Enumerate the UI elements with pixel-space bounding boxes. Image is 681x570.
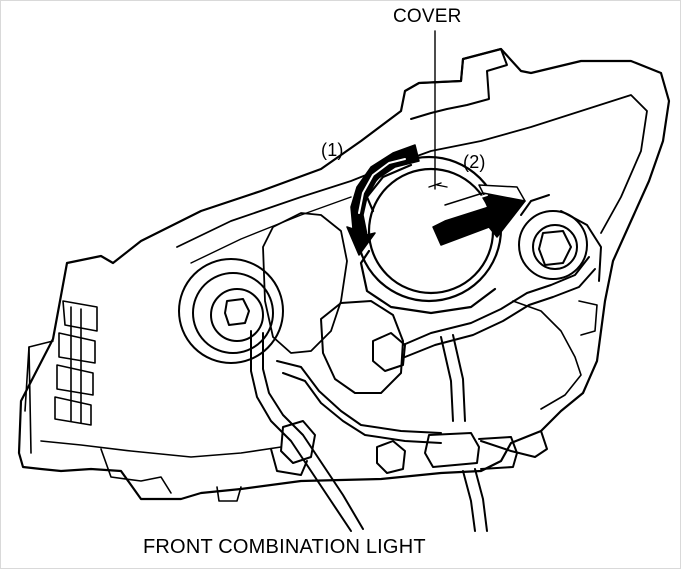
- housing-lower-edge: [40, 440, 282, 458]
- right-housing-detail: [512, 300, 582, 410]
- housing-bracket: [216, 486, 242, 502]
- left-bulb-socket: [178, 258, 284, 364]
- cooling-fins: [24, 300, 98, 454]
- pull-arrow-top-face: [444, 184, 526, 206]
- right-bulb-socket: [518, 194, 588, 280]
- housing-outline: [17, 47, 671, 501]
- cover-leader-tick: [428, 182, 448, 188]
- connector-block: [320, 300, 406, 394]
- cover-label: COVER: [393, 6, 462, 27]
- reflector-rim-inner: [190, 196, 352, 264]
- rotate-arrow-highlight: [358, 158, 406, 214]
- wiring-harness: [250, 210, 602, 532]
- cover-cap: [355, 155, 503, 315]
- housing-lower-lip: [100, 448, 172, 494]
- right-housing-step: [578, 300, 598, 336]
- lower-connectors: [270, 420, 518, 476]
- reflector-rim: [176, 94, 648, 248]
- mounting-tab: [404, 48, 508, 120]
- pull-arrow-icon: [432, 192, 526, 246]
- center-boss: [262, 212, 348, 354]
- step-2-label: (2): [463, 152, 486, 172]
- rotate-arrow-icon: [346, 144, 420, 256]
- diagram-caption: FRONT COMBINATION LIGHT: [143, 536, 426, 558]
- step-1-label: (1): [321, 140, 344, 160]
